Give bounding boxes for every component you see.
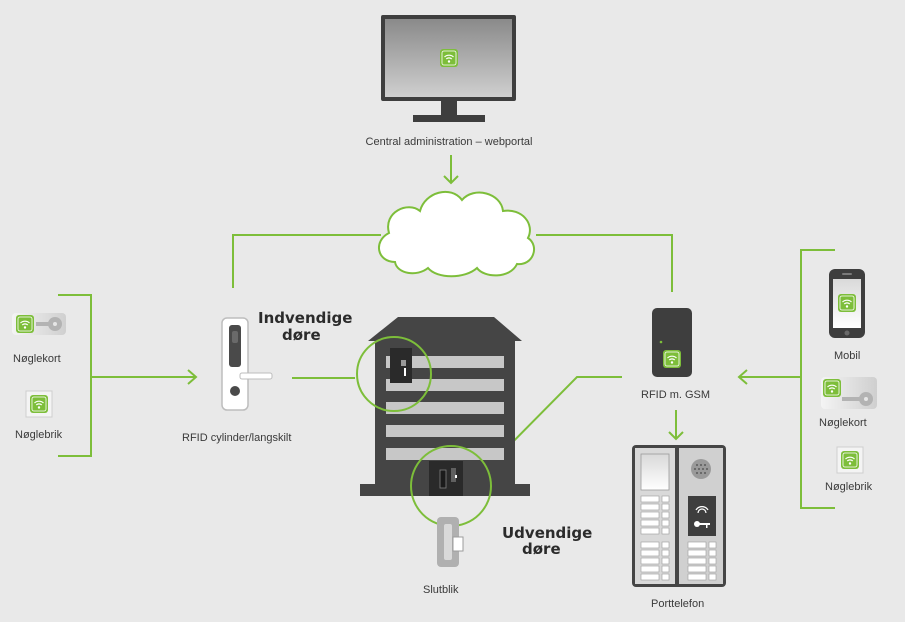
interior-door [390,348,412,383]
wifi-badge-icon [15,314,35,334]
right-bracket [800,249,835,509]
noeglebrik-right-label: Nøglebrik [825,481,873,493]
rfid-gsm-label: RFID m. GSM [641,389,710,401]
key-card-left [12,313,66,335]
central-admin-label: Central administration – webportal [366,136,533,148]
left-bracket [58,294,92,457]
key-fob-right [836,446,864,474]
strike-plate-device [437,517,464,567]
key-icon [694,521,710,528]
connection-lines [58,155,835,509]
rfid-cylinder-label: RFID cylinder/langskilt [182,432,291,444]
building [360,317,530,496]
wifi-badge-icon [439,48,459,68]
indvendige-doere-label: døre [282,326,321,344]
noeglebrik-left-label: Nøglebrik [15,429,63,441]
speaker-grille [691,459,711,479]
cloud-icon [378,190,536,278]
mobil-label: Mobil [834,350,860,362]
rfid-cylinder-device [221,317,273,411]
key-icon [36,317,62,331]
mobile-phone-device [829,269,865,338]
entrance-door [429,461,463,496]
porttelefon-label: Porttelefon [651,598,704,610]
porttelefon-device [632,445,726,587]
monitor-icon [381,15,516,122]
monitor-to-cloud-arrowhead [443,175,459,185]
wifi-badge-icon [837,293,857,313]
noeglekort-left-label: Nøglekort [13,353,61,365]
udvendige-label: Udvendige [502,524,592,542]
right-bell-buttons [687,541,717,581]
gsm-to-building-line [486,376,622,469]
slutblik-label: Slutblik [423,584,459,596]
udvendige-doere-label: døre [522,540,561,558]
wifi-badge-icon [822,378,842,398]
wifi-badge-icon [840,450,860,470]
cloud-to-gsm-line [536,234,673,292]
rfid-gsm-device [652,308,692,377]
indvendige-label: Indvendige [258,309,352,327]
wifi-icon [695,506,709,514]
left-bell-buttons [640,495,670,581]
building-floor-bands [386,356,504,460]
noeglekort-right-label: Nøglekort [819,417,867,429]
cloud-to-cylinder-line [232,234,381,288]
wifi-badge-icon [662,349,682,369]
wifi-badge-icon [29,394,49,414]
interior-door-highlight [356,336,432,412]
gsm-to-porttelefon-arrowhead [668,431,684,441]
left-to-cylinder-arrowhead [187,369,198,385]
key-icon [842,392,873,406]
key-card-right [821,377,877,409]
right-to-gsm-arrowhead [737,369,748,385]
key-fob-left [25,390,53,418]
